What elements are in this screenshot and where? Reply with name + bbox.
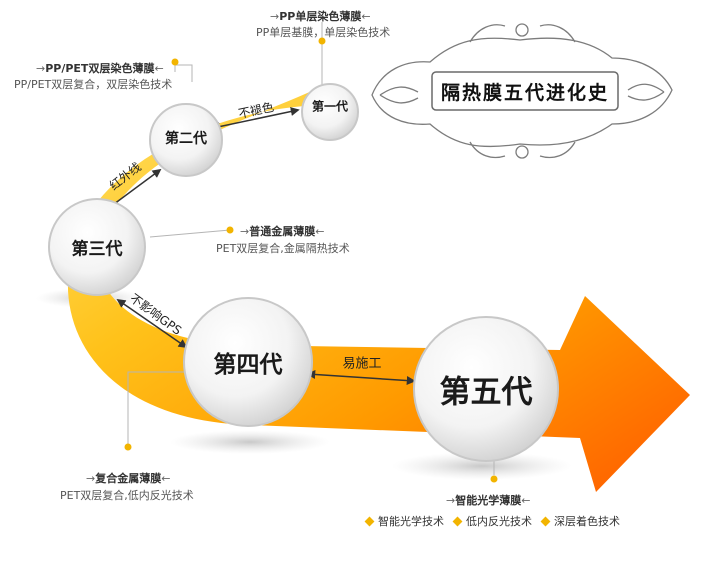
annotation-gen2-desc: PP/PET双层复合，双层染色技术 (14, 78, 173, 91)
dot-gen5 (490, 475, 498, 483)
gen1-circle (301, 83, 359, 141)
annotation-gen1-desc: PP单层基膜，单层染色技术 (256, 26, 391, 39)
gen2-label: 第二代 (165, 131, 207, 147)
gen5-feature: 深层着色技术 (540, 513, 620, 529)
annotation-gen5-title: →智能光学薄膜← (446, 494, 531, 507)
page-title: 隔热膜五代进化史 (440, 81, 609, 104)
gen4-circle (183, 297, 313, 427)
dot-gen1 (318, 37, 326, 45)
annotation-gen4-title: →复合金属薄膜← (86, 472, 171, 485)
gen1-label: 第一代 (311, 99, 349, 114)
gen5-label: 第五代 (439, 374, 533, 411)
annotation-gen1-title: →PP单层染色薄膜← (270, 10, 371, 23)
gen5-feature-list: 智能光学技术 低内反光技术 深层着色技术 (364, 513, 620, 529)
gen5-feature: 智能光学技术 (364, 513, 444, 529)
gen5-shadow (392, 452, 572, 480)
gen4-shadow (170, 430, 330, 454)
title-ornament (371, 23, 673, 159)
gen3-label: 第三代 (71, 239, 123, 260)
gen2-circle (149, 103, 223, 177)
diamond-bullet-icon (452, 516, 463, 526)
annotation-gen2-title: →PP/PET双层染色薄膜← (36, 62, 164, 75)
diamond-bullet-icon (540, 516, 551, 526)
transition-label-install: 易施工 (342, 356, 382, 372)
annotation-gen3-desc: PET双层复合,金属隔热技术 (216, 242, 350, 255)
annotation-gen4-desc: PET双层复合,低内反光技术 (60, 489, 194, 502)
diamond-bullet-icon (364, 516, 375, 526)
dot-gen2 (171, 58, 179, 66)
gen5-circle (413, 316, 559, 462)
annotation-gen3-title: →普通金属薄膜← (240, 225, 325, 238)
gen3-circle (48, 198, 146, 296)
gen4-label: 第四代 (213, 352, 283, 378)
gen5-feature: 低内反光技术 (452, 513, 532, 529)
dot-gen4 (124, 443, 132, 451)
dot-gen3 (226, 226, 234, 234)
